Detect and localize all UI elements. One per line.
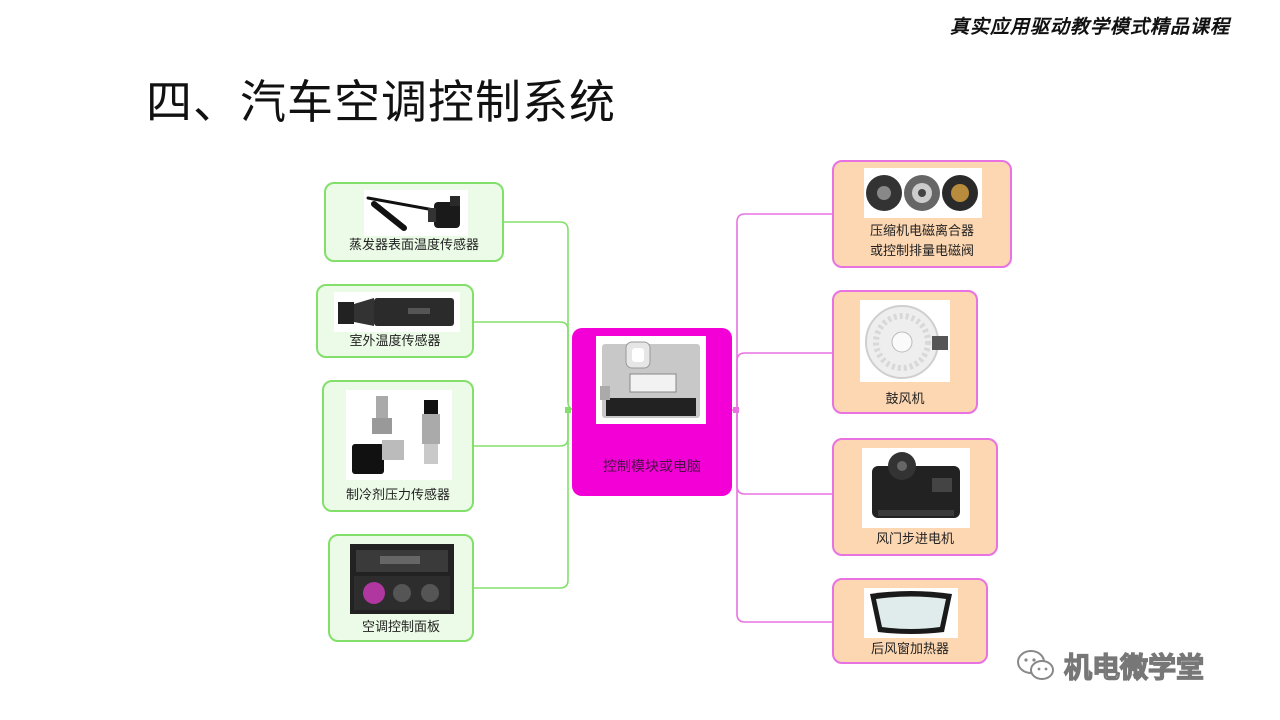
output-node-damper-stepper-motor: 风门步进电机 (832, 438, 998, 556)
input-node-refrigerant-pressure-sensor: 制冷剂压力传感器 (322, 380, 474, 512)
output-label: 鼓风机 (885, 392, 925, 407)
output-label: 风门步进电机 (875, 532, 954, 547)
outdoor-sensor-image (334, 292, 460, 332)
input-connector-2 (474, 321, 569, 402)
evaporator-sensor-image (364, 190, 468, 236)
output-node-compressor-clutch: 压缩机电磁离合器 或控制排量电磁阀 (832, 160, 1012, 268)
output-connector-2 (736, 352, 832, 410)
input-node-outdoor-sensor: 室外温度传感器 (316, 284, 474, 358)
input-node-ac-control-panel: 空调控制面板 (328, 534, 474, 642)
input-label: 空调控制面板 (361, 620, 440, 635)
input-label: 蒸发器表面温度传感器 (348, 238, 479, 253)
input-label: 室外温度传感器 (349, 334, 441, 349)
watermark: 机电微学堂 (1016, 646, 1205, 686)
center-label: 控制模块或电脑 (603, 459, 701, 475)
control-panel-image (350, 544, 454, 614)
pressure-sensor-image (346, 390, 452, 480)
stepper-motor-image (862, 448, 970, 528)
output-connector-3 (736, 410, 832, 495)
compressor-clutch-image (864, 168, 982, 218)
wechat-icon (1017, 650, 1054, 680)
blower-image (860, 300, 950, 382)
rear-window-image (864, 588, 958, 638)
output-connector-4 (736, 410, 832, 623)
output-label: 压缩机电磁离合器 或控制排量电磁阀 (869, 224, 974, 259)
center-node-control-module: 控制模块或电脑 (572, 328, 732, 496)
course-banner: 真实应用驱动教学模式精品课程 (949, 16, 1230, 38)
ecu-image (596, 336, 706, 424)
output-node-rear-window-heater: 后风窗加热器 (832, 578, 988, 664)
watermark-text: 机电微学堂 (1063, 650, 1205, 684)
input-connector-4 (474, 410, 569, 589)
input-node-evaporator-sensor: 蒸发器表面温度传感器 (324, 182, 504, 262)
input-label: 制冷剂压力传感器 (345, 488, 450, 503)
output-connector-1 (732, 213, 832, 411)
output-node-blower: 鼓风机 (832, 290, 978, 414)
page-title: 四、汽车空调控制系统 (146, 75, 616, 129)
input-connector-1 (504, 221, 577, 411)
output-label: 后风窗加热器 (870, 642, 949, 657)
input-connector-3 (474, 410, 569, 447)
